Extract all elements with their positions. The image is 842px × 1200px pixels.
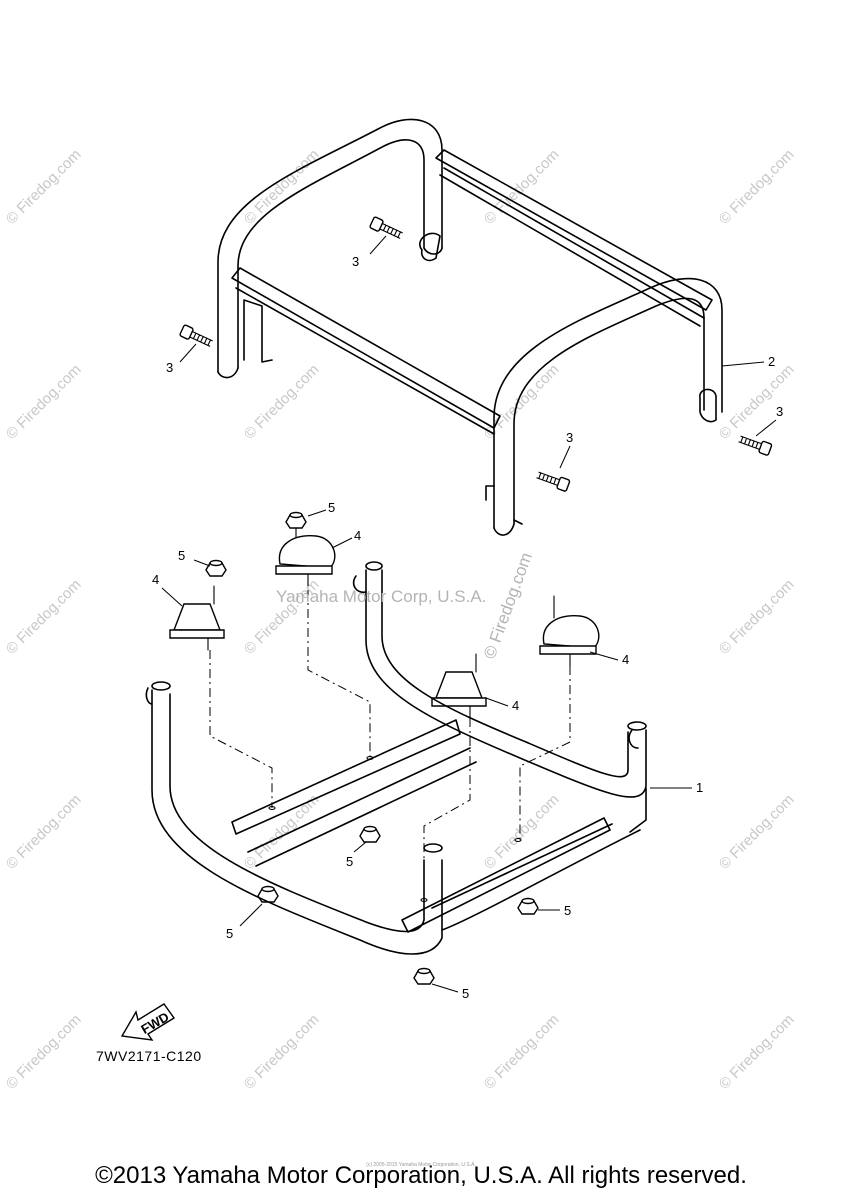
callout-5: 5 [328, 500, 335, 515]
diagram-code: 7WV2171-C120 [96, 1048, 202, 1064]
alignment-lines [209, 590, 571, 900]
callout-4: 4 [152, 572, 159, 587]
nut [285, 511, 307, 529]
fine-print: (c) 2005-2015 Yamaha Motor Corporation, … [366, 1162, 476, 1168]
watermark-tile: © Firedog.com [481, 1011, 563, 1093]
callout-3: 3 [776, 404, 783, 419]
watermark-tile: © Firedog.com [716, 576, 798, 658]
callout-4: 4 [622, 652, 629, 667]
callouts: 2 1 3 3 3 3 4 4 4 4 5 5 5 5 5 5 [152, 254, 783, 1001]
nut [517, 897, 539, 915]
bolt [536, 471, 571, 492]
bolt-group [179, 216, 773, 492]
mount-group [169, 515, 600, 719]
watermark-vertical: © Firedog.com [480, 550, 536, 661]
callout-1: 1 [696, 780, 703, 795]
mount [275, 515, 336, 587]
callout-4: 4 [354, 528, 361, 543]
watermark-tile: © Firedog.com [716, 361, 798, 443]
mount [431, 653, 487, 719]
callout-5: 5 [462, 986, 469, 1001]
callout-3: 3 [566, 430, 573, 445]
callout-2: 2 [768, 354, 775, 369]
nut [257, 885, 279, 903]
bolt [369, 216, 403, 239]
leader-lines [161, 235, 777, 993]
watermark-tiles: © Firedog.com © Firedog.com © Firedog.co… [3, 146, 798, 1093]
watermark-center: Yamaha Motor Corp, U.S.A. [276, 587, 486, 606]
nut [205, 559, 227, 577]
watermark-tile: © Firedog.com [3, 576, 85, 658]
copyright-footer: ©2013 Yamaha Motor Corporation, U.S.A. A… [95, 1162, 747, 1189]
watermark-tile: © Firedog.com [241, 791, 323, 873]
callout-5: 5 [178, 548, 185, 563]
callout-5: 5 [564, 903, 571, 918]
upper-frame [217, 118, 723, 536]
fwd-arrow: FWD [120, 1003, 176, 1041]
watermark-tile: © Firedog.com [241, 1011, 323, 1093]
watermark-tile: © Firedog.com [716, 1011, 798, 1093]
watermark-tile: © Firedog.com [716, 146, 798, 228]
watermark-tile: © Firedog.com [3, 146, 85, 228]
callout-3: 3 [352, 254, 359, 269]
watermark-tile: © Firedog.com [3, 1011, 85, 1093]
watermark-tile: © Firedog.com [481, 146, 563, 228]
bolt [738, 435, 773, 456]
mount [539, 595, 600, 667]
watermark-tile: © Firedog.com [241, 146, 323, 228]
watermark-tile: © Firedog.com [481, 361, 563, 443]
nut [413, 967, 435, 985]
bolt [179, 324, 213, 347]
lower-frame [145, 561, 647, 955]
mount [169, 585, 225, 651]
nut [359, 825, 381, 843]
watermark-tile: © Firedog.com [241, 361, 323, 443]
callout-5: 5 [226, 926, 233, 941]
callout-5: 5 [346, 854, 353, 869]
watermark-tile: © Firedog.com [716, 791, 798, 873]
watermark-tile: © Firedog.com [3, 791, 85, 873]
watermark-tile: © Firedog.com [3, 361, 85, 443]
callout-4: 4 [512, 698, 519, 713]
callout-3: 3 [166, 360, 173, 375]
nut-group [205, 511, 539, 985]
